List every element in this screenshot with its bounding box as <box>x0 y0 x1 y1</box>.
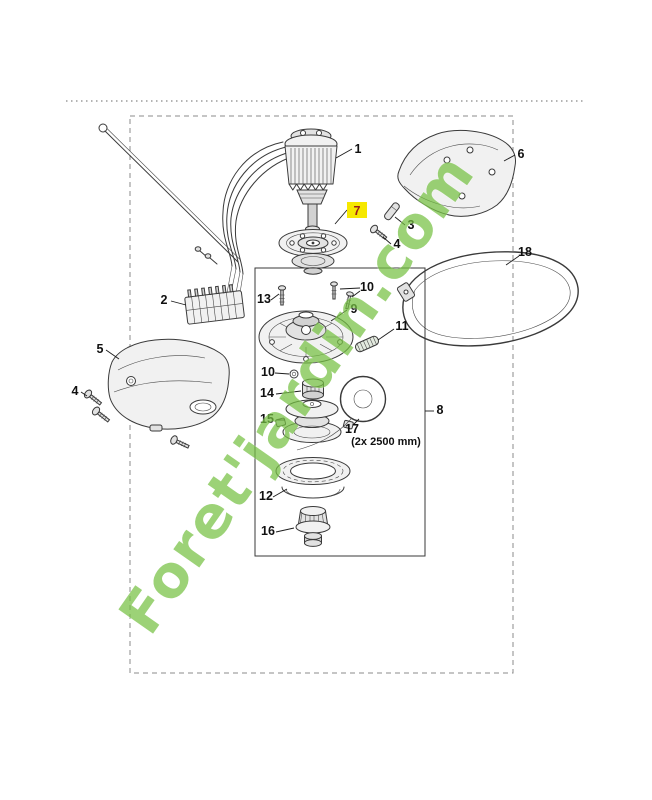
part-10-screw-a <box>330 281 338 300</box>
callout-2: 2 <box>161 293 168 307</box>
callout-16: 16 <box>261 524 275 538</box>
callout-10b: 10 <box>261 365 275 379</box>
cooling-fins <box>290 148 332 184</box>
callout-12: 12 <box>259 489 273 503</box>
part-5-housing-shell <box>107 338 230 432</box>
callout-4b: 4 <box>72 384 79 398</box>
callout-18: 18 <box>518 245 532 259</box>
part-4-screw-right <box>369 224 388 241</box>
callout-5: 5 <box>97 342 104 356</box>
callout-15: 15 <box>260 412 274 426</box>
part-9-head-cover <box>258 310 354 364</box>
callout-17: 17 <box>345 422 359 436</box>
wiring-harness <box>222 141 295 294</box>
part-4-screw-left-2 <box>91 406 111 423</box>
part-18-loop-guard <box>396 251 579 347</box>
diagram-dashed-frame <box>129 115 514 674</box>
callout-labels: 1 2 3 4 4 5 6 7 8 9 10 10 11 12 13 14 15… <box>72 142 532 538</box>
part-10-screw-b <box>345 291 354 310</box>
note-line-length: (2x 2500 mm) <box>351 436 421 448</box>
part-4-screw-bottom <box>170 435 190 449</box>
callout-6: 6 <box>518 147 525 161</box>
part-4-screw-left-1 <box>83 389 103 406</box>
part-15-spool <box>275 399 354 443</box>
callout-7-highlight-box <box>347 202 367 218</box>
callout-14: 14 <box>260 386 274 400</box>
part-12-cover-ring <box>275 457 351 499</box>
part-8-group-box <box>254 267 426 557</box>
part-7-fan-plate <box>278 229 348 275</box>
part-10-washer <box>289 369 299 379</box>
part-13-screw <box>277 285 287 306</box>
small-screws-near-block <box>194 246 218 265</box>
part-14-spool-core <box>302 378 324 400</box>
callout-8: 8 <box>437 403 444 417</box>
part-6-deflector-cover <box>397 129 516 217</box>
leader-lines <box>80 148 520 533</box>
callout-4a: 4 <box>394 237 401 251</box>
callout-7-highlighted: 7 <box>347 202 367 218</box>
callout-3: 3 <box>408 218 415 232</box>
callout-13: 13 <box>257 292 271 306</box>
part-17-line-coil <box>296 375 387 451</box>
callout-1: 1 <box>355 142 362 156</box>
drive-shaft-rod <box>98 123 241 263</box>
part-1-clutch-motor-assembly <box>284 128 338 233</box>
exploded-view-drawing <box>80 123 579 557</box>
part-3-pin <box>384 202 400 221</box>
callout-7: 7 <box>354 204 361 218</box>
part-2-connector-block <box>184 284 245 325</box>
callout-9: 9 <box>351 302 358 316</box>
callout-11: 11 <box>395 319 408 333</box>
part-16-bump-knob <box>295 506 331 547</box>
part-11-spring <box>354 335 380 353</box>
callout-10a: 10 <box>360 280 374 294</box>
